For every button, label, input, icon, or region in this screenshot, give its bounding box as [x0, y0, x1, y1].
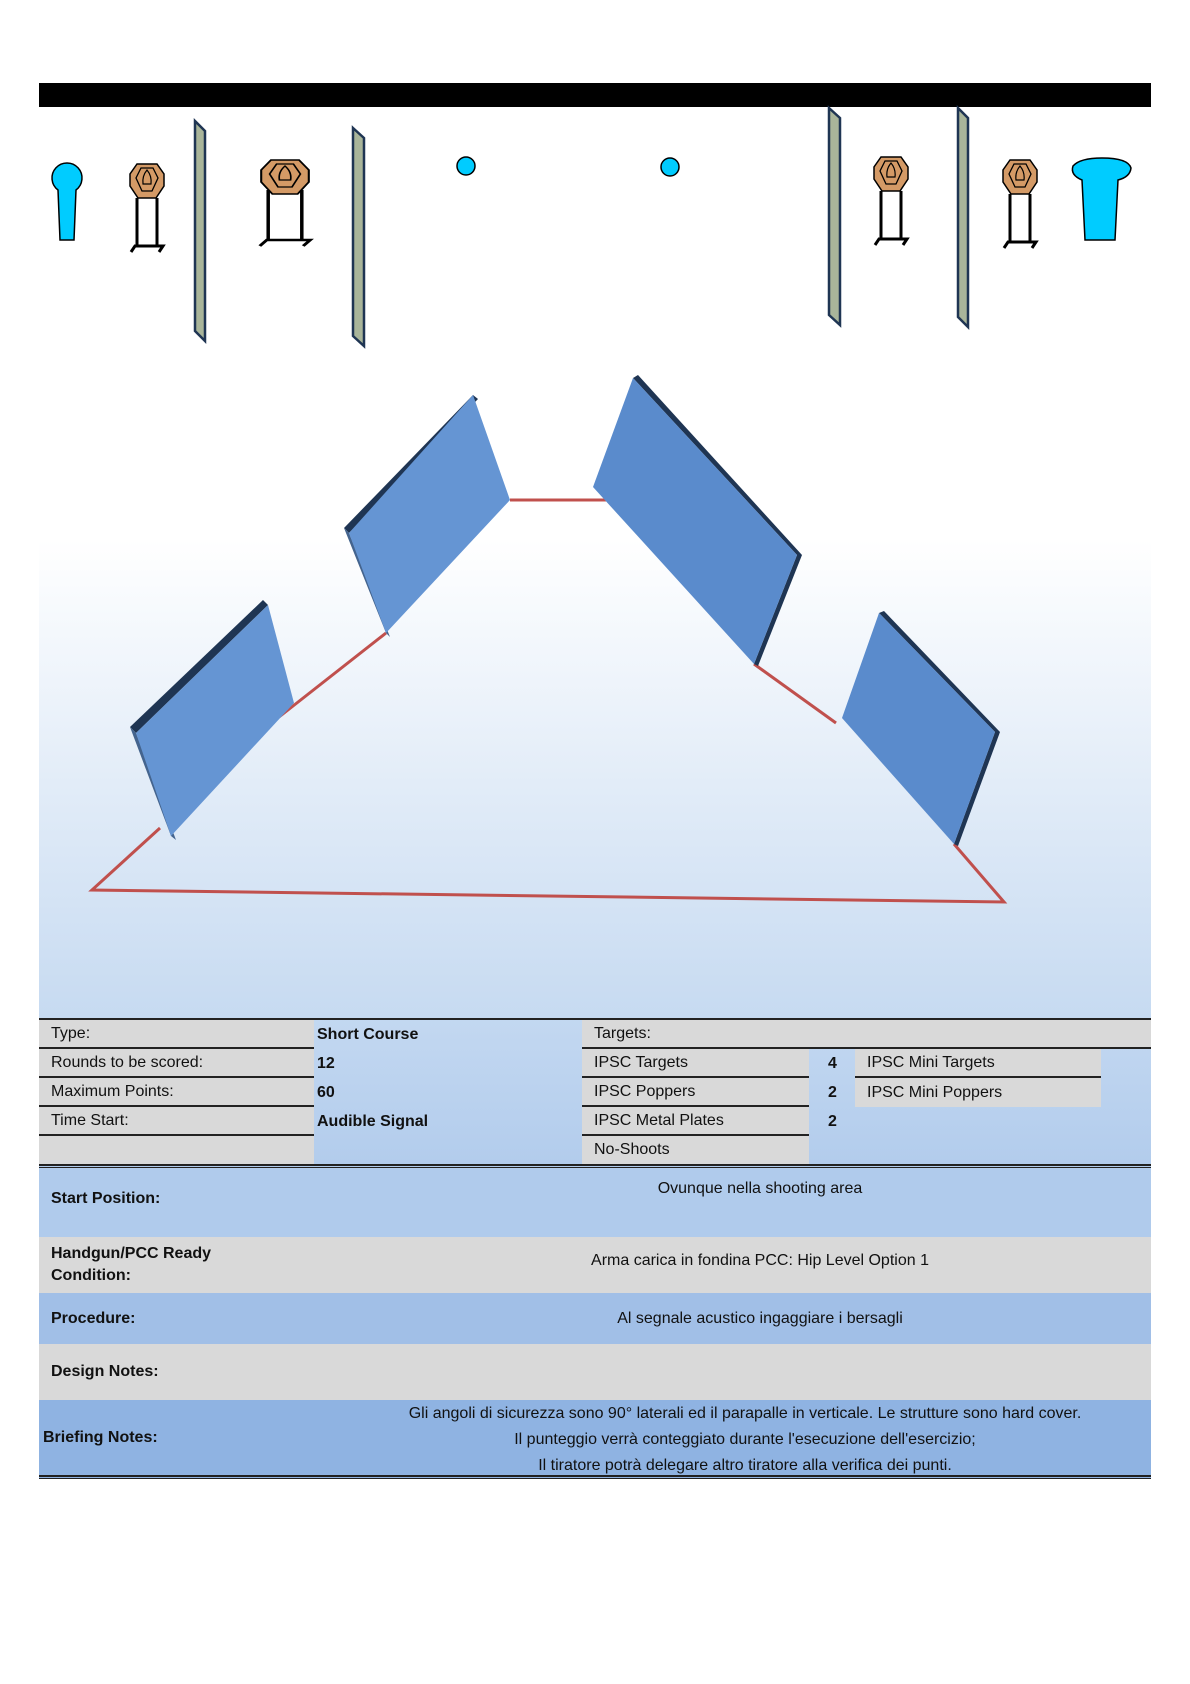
target-name: IPSC Targets [582, 1049, 809, 1078]
metal-plate-icon [660, 157, 680, 177]
time-start-label: Time Start: [39, 1107, 314, 1136]
metal-plate-icon [456, 156, 476, 176]
ready-label-line: Condition: [51, 1267, 131, 1284]
ready-condition-value: Arma carica in fondina PCC: Hip Level Op… [591, 1252, 929, 1269]
cover-wall [827, 105, 842, 328]
briefing-line: Gli angoli di sicurezza sono 90° lateral… [408, 1405, 1082, 1422]
wall-panel [344, 395, 510, 637]
start-position-value: Ovunque nella shooting area [657, 1180, 863, 1197]
wall-panel [130, 600, 294, 840]
start-position-row: Start Position: Ovunque nella shooting a… [39, 1169, 1151, 1237]
time-start-value: Audible Signal [317, 1112, 429, 1130]
briefing-notes-value: Gli angoli di sicurezza sono 90° lateral… [339, 1401, 1151, 1479]
ready-label-line: Handgun/PCC Ready [51, 1245, 212, 1262]
briefing-notes-row: Briefing Notes: Gli angoli di sicurezza … [39, 1400, 1151, 1475]
popper-icon [51, 162, 83, 241]
type-value: Short Course [317, 1025, 419, 1043]
max-points-value: 60 [317, 1083, 335, 1101]
ipsc-target-icon [129, 163, 166, 253]
mini-target-name: IPSC Mini Poppers [855, 1078, 1101, 1107]
wall-panel [842, 611, 1000, 846]
briefing-notes-label: Briefing Notes: [43, 1428, 158, 1446]
ready-condition-row: Handgun/PCC Ready Condition: Arma carica… [39, 1237, 1151, 1293]
cover-wall [351, 125, 366, 349]
target-name: No-Shoots [582, 1136, 809, 1164]
target-name: IPSC Metal Plates [582, 1107, 809, 1136]
targets-label: Targets: [582, 1020, 1151, 1049]
ready-condition-label: Handgun/PCC Ready Condition: [51, 1237, 211, 1293]
briefing-line: Il punteggio verrà conteggiato durante l… [514, 1431, 976, 1448]
stage-diagram [39, 83, 1151, 904]
ipsc-target-icon [1002, 159, 1039, 249]
max-points-label: Maximum Points: [39, 1078, 314, 1107]
design-notes-label: Design Notes: [51, 1363, 159, 1380]
rounds-label: Rounds to be scored: [39, 1049, 314, 1078]
stage-info-table: Type: Rounds to be scored: Maximum Point… [39, 1018, 1151, 1479]
mini-target-name: IPSC Mini Targets [855, 1049, 1101, 1078]
cover-wall [193, 117, 207, 345]
ipsc-target-icon [258, 159, 314, 247]
cover-wall [956, 104, 970, 331]
target-count: 2 [828, 1083, 837, 1101]
empty-cell [39, 1136, 314, 1164]
ipsc-target-icon [873, 156, 910, 246]
fault-line [88, 498, 1008, 904]
briefing-line: Il tiratore potrà delegare altro tirator… [538, 1457, 952, 1474]
target-count: 4 [828, 1054, 837, 1072]
start-position-label: Start Position: [51, 1190, 161, 1207]
backstop [39, 83, 1151, 107]
popper-icon [1071, 157, 1132, 241]
rounds-value: 12 [317, 1054, 335, 1072]
type-label: Type: [39, 1020, 314, 1049]
procedure-label: Procedure: [51, 1309, 136, 1327]
procedure-value: Al segnale acustico ingaggiare i bersagl… [617, 1309, 903, 1327]
wall-panel [593, 375, 802, 666]
design-notes-row: Design Notes: [39, 1344, 1151, 1400]
procedure-row: Procedure: Al segnale acustico ingaggiar… [39, 1293, 1151, 1344]
target-name: IPSC Poppers [582, 1078, 809, 1107]
target-count: 2 [828, 1112, 837, 1130]
